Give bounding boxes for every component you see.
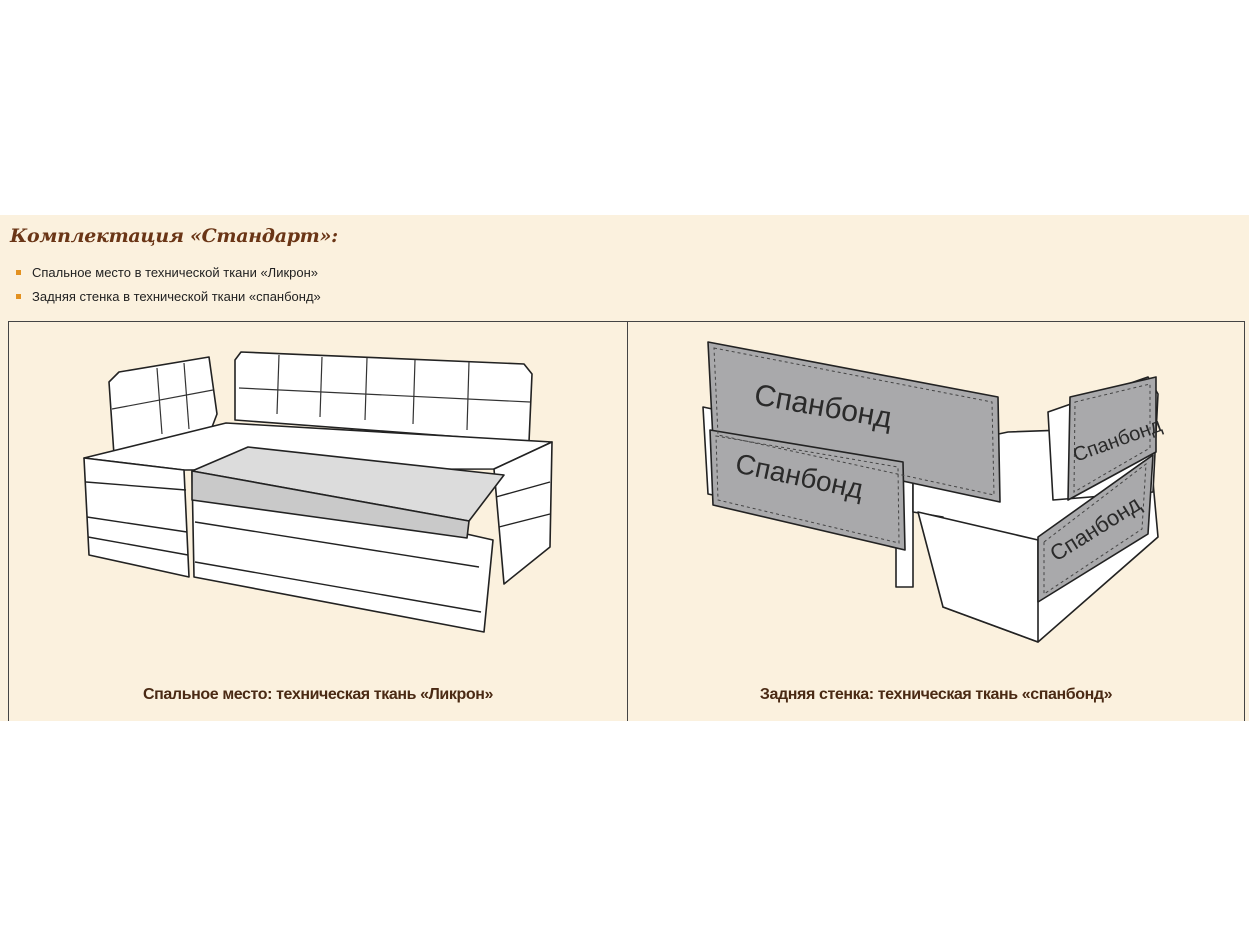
figure-caption: Задняя стенка: техническая ткань «спанбо…	[759, 686, 1113, 703]
feature-text: Задняя стенка в технической ткани «спанб…	[32, 289, 321, 304]
spanbond-panel-side-lower	[1037, 454, 1154, 603]
spanbond-panel-lower-left	[709, 429, 906, 551]
mattress-side-shape	[191, 470, 470, 539]
left-block-front-shape	[83, 457, 190, 578]
rear-corner-block-shape	[917, 511, 1039, 643]
sleeping-place-figure: Спальное место: техническая ткань «Ликро…	[9, 322, 628, 721]
feature-text: Спальное место в технической ткани «Ликр…	[32, 265, 319, 280]
square-bullet-icon	[16, 294, 21, 299]
sofa-front-illustration	[83, 351, 553, 633]
equipment-section: Комплектация «Стандарт»: Спальное место …	[0, 215, 1249, 721]
feature-list: Спальное место в технической ткани «Ликр…	[16, 265, 321, 313]
sofa-rear-illustration: Спанбонд Спанбонд Спанбонд Спанбонд	[702, 341, 1165, 643]
back-wall-figure: Спанбонд Спанбонд Спанбонд Спанбонд Задн…	[628, 322, 1244, 721]
feature-item: Спальное место в технической ткани «Ликр…	[16, 265, 321, 289]
right-block-shape	[493, 441, 553, 585]
spanbond-panel-side-back	[1067, 376, 1157, 501]
figure-caption: Спальное место: техническая ткань «Ликро…	[143, 686, 493, 703]
spanbond-panel-main-back	[707, 341, 1001, 503]
section-heading: Комплектация «Стандарт»:	[10, 225, 338, 247]
feature-item: Задняя стенка в технической ткани «спанб…	[16, 289, 321, 313]
square-bullet-icon	[16, 270, 21, 275]
illustration-grid: Спальное место: техническая ткань «Ликро…	[8, 321, 1245, 721]
main-backrest-shape	[234, 351, 533, 443]
